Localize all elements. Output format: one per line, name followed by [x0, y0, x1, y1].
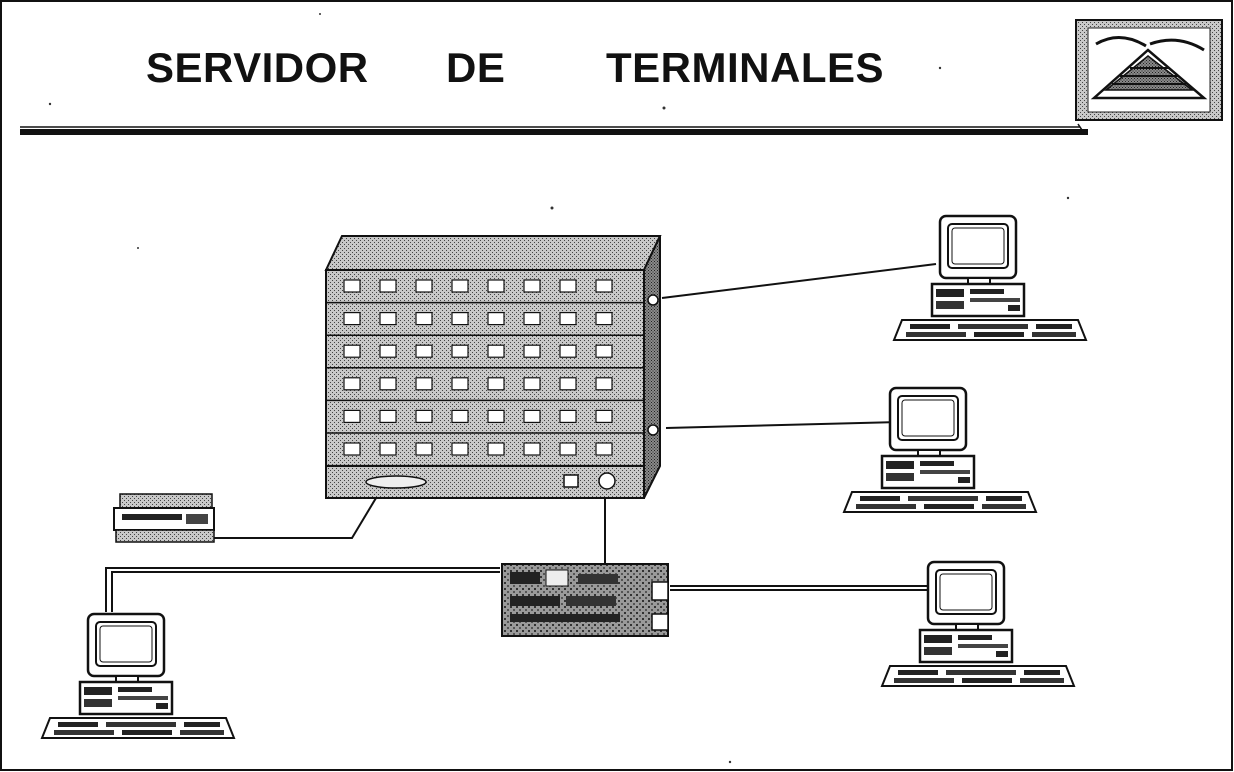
- rack-port: [559, 279, 577, 293]
- link-card-pc-bottom-left-2: [111, 571, 500, 612]
- rack-port: [415, 312, 433, 326]
- rack-port: [451, 377, 469, 391]
- rack-port: [379, 344, 397, 358]
- rack-port: [451, 409, 469, 423]
- printer: [113, 493, 215, 543]
- rack-port: [595, 344, 613, 358]
- rack-port: [343, 344, 361, 358]
- link-card-pc-bottom-left: [105, 567, 500, 612]
- rack-port: [379, 377, 397, 391]
- terminal-bottom-right: [880, 560, 1076, 688]
- rack-port: [595, 279, 613, 293]
- rack-port: [379, 442, 397, 456]
- rack-port: [559, 442, 577, 456]
- rack-port: [595, 442, 613, 456]
- rack-port: [559, 312, 577, 326]
- title-word-terminales: TERMINALES: [606, 44, 884, 91]
- terminal-server-rack: [324, 235, 662, 499]
- terminal-mid-right: [842, 386, 1038, 514]
- terminal-bottom-left: [40, 612, 236, 740]
- rack-port: [415, 377, 433, 391]
- rack-port: [487, 312, 505, 326]
- link-server-pc-top-right: [661, 263, 937, 299]
- rack-port: [451, 279, 469, 293]
- rack-port: [523, 442, 541, 456]
- rack-port: [487, 442, 505, 456]
- rack-port: [523, 377, 541, 391]
- rack-port: [487, 377, 505, 391]
- title-word-de: DE: [446, 44, 506, 91]
- rack-port: [559, 344, 577, 358]
- rack-port: [487, 279, 505, 293]
- rack-port: [343, 279, 361, 293]
- connections: [105, 263, 937, 612]
- rack-port: [595, 312, 613, 326]
- rack-port: [487, 344, 505, 358]
- rack-port: [451, 442, 469, 456]
- rack-port: [559, 377, 577, 391]
- interface-board: [501, 563, 669, 637]
- rack-port: [451, 344, 469, 358]
- rack-port: [415, 409, 433, 423]
- rack-port: [451, 312, 469, 326]
- rack-port: [523, 344, 541, 358]
- rack-port: [415, 344, 433, 358]
- rack-port: [343, 312, 361, 326]
- rack-port: [415, 442, 433, 456]
- rack-port: [523, 312, 541, 326]
- terminal-top-right: [892, 214, 1088, 342]
- rack-port: [343, 377, 361, 391]
- rack-port: [487, 409, 505, 423]
- title-rule: [20, 123, 1088, 135]
- rack-port: [379, 312, 397, 326]
- link-server-pc-mid-right: [665, 421, 899, 429]
- logo-emblem: [1075, 19, 1223, 121]
- rack-port: [415, 279, 433, 293]
- rack-port: [595, 377, 613, 391]
- scan-specks: [48, 13, 1070, 764]
- rack-port: [379, 279, 397, 293]
- rack-port: [379, 409, 397, 423]
- rack-port: [523, 279, 541, 293]
- rack-port: [523, 409, 541, 423]
- title-word-servidor: SERVIDOR: [146, 44, 369, 91]
- rack-port: [343, 442, 361, 456]
- rack-port: [559, 409, 577, 423]
- rack-port: [595, 409, 613, 423]
- rack-port: [343, 409, 361, 423]
